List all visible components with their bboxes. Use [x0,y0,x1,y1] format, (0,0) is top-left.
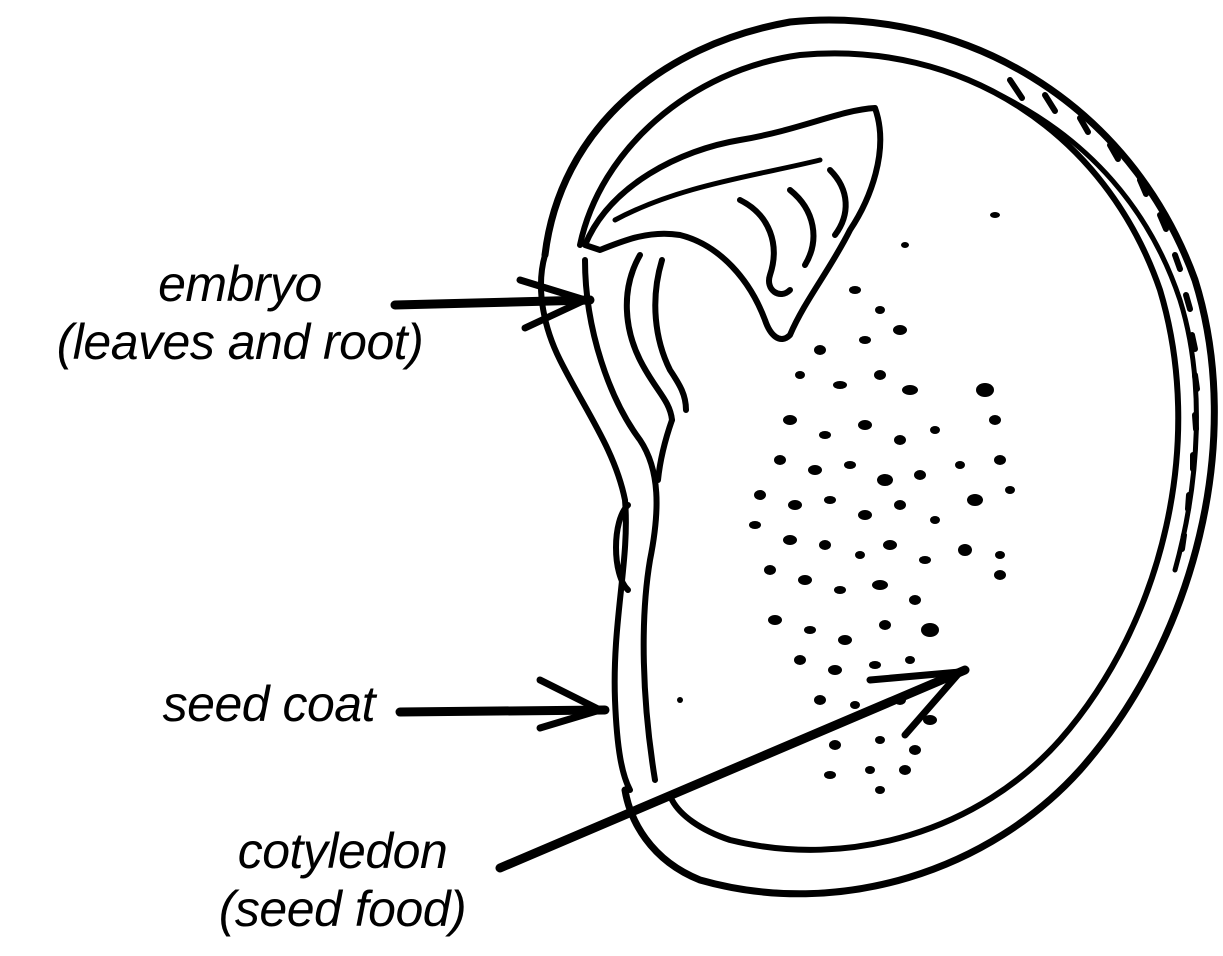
cotyledon-food-dots [677,212,1015,794]
seed-coat-texture-band [1000,95,1196,570]
cotyledon-label-detail: (seed food) [180,880,505,938]
seed-coat-label: seed coat [100,675,375,733]
embryo-leaf-fold-1 [740,200,790,294]
seed-coat-pointer-arrow [400,710,605,712]
embryo-label: embryo (leaves and root) [10,255,470,371]
seed-coat-arrowhead [540,680,600,728]
embryo-leaf-fold-3 [830,170,846,235]
seed-coat-inner-outline [580,53,1178,849]
embryo-leaf-fold-2 [790,190,813,265]
seed-coat-label-name: seed coat [100,675,375,733]
cotyledon-label-name: cotyledon [180,822,505,880]
embryo-root-outer [627,255,672,420]
embryo-label-detail: (leaves and root) [10,313,470,371]
embryo-root-cap [658,420,672,480]
embryo-label-name: embryo [10,255,470,313]
cotyledon-label: cotyledon (seed food) [180,822,505,938]
